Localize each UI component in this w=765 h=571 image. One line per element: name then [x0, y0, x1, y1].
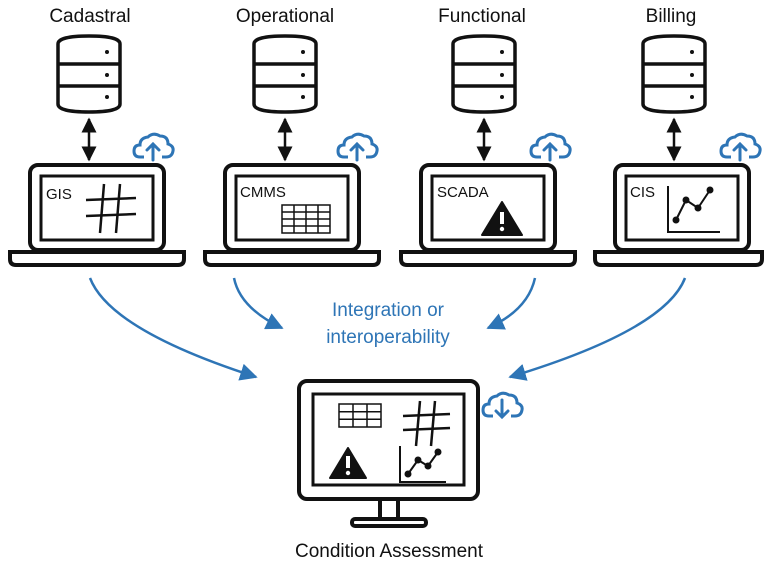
laptop-icon — [203, 163, 381, 267]
cloud-upload-icon — [529, 132, 572, 162]
grid-icon — [402, 400, 451, 447]
condition-assessment-label: Condition Assessment — [295, 541, 483, 562]
category-label-billing: Billing — [645, 6, 697, 27]
table-icon — [338, 403, 382, 428]
arrow-cis-to-assessment — [508, 277, 687, 381]
category-label-operational: Operational — [235, 6, 335, 27]
monitor-icon — [297, 379, 480, 528]
database-icon — [451, 34, 517, 114]
column-operational — [203, 34, 381, 267]
grid-icon — [85, 183, 137, 234]
cloud-upload-icon — [336, 132, 379, 162]
laptop-icon — [593, 163, 764, 267]
integration-arrows — [88, 277, 687, 381]
cloud-upload-icon — [132, 132, 175, 162]
database-icon — [56, 34, 122, 114]
table-icon — [281, 204, 331, 234]
category-label-cadastral: Cadastral — [49, 6, 131, 27]
database-icon — [252, 34, 318, 114]
line-chart-icon — [667, 186, 720, 233]
integration-label-line2: interoperability — [326, 327, 450, 348]
column-functional — [399, 34, 577, 267]
system-label-cmms: CMMS — [240, 184, 286, 201]
arrow-scada-to-integration — [486, 277, 537, 330]
system-label-gis: GIS — [46, 186, 72, 203]
cloud-download-icon — [481, 391, 524, 420]
laptop-icon — [8, 163, 186, 267]
column-billing — [593, 34, 764, 267]
system-label-cis: CIS — [630, 184, 656, 201]
arrow-cmms-to-integration — [232, 277, 284, 330]
warning-icon — [329, 447, 367, 479]
system-label-scada: SCADA — [437, 184, 489, 201]
database-icon — [641, 34, 707, 114]
cloud-upload-icon — [719, 132, 762, 162]
laptop-icon — [399, 163, 577, 267]
category-label-functional: Functional — [438, 6, 526, 27]
line-chart-icon — [399, 446, 446, 483]
integration-label-line1: Integration or — [332, 300, 444, 321]
column-cadastral — [8, 34, 186, 267]
arrow-gis-to-assessment — [88, 277, 258, 381]
warning-icon — [481, 201, 523, 236]
